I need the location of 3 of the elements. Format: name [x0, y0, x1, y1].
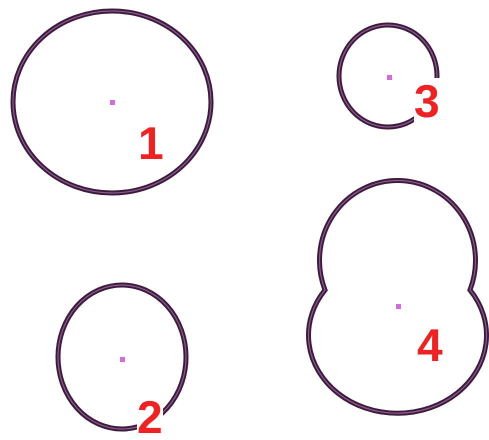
callout-number: 3 — [414, 78, 440, 124]
ring — [10, 8, 214, 196]
ring — [336, 22, 440, 130]
